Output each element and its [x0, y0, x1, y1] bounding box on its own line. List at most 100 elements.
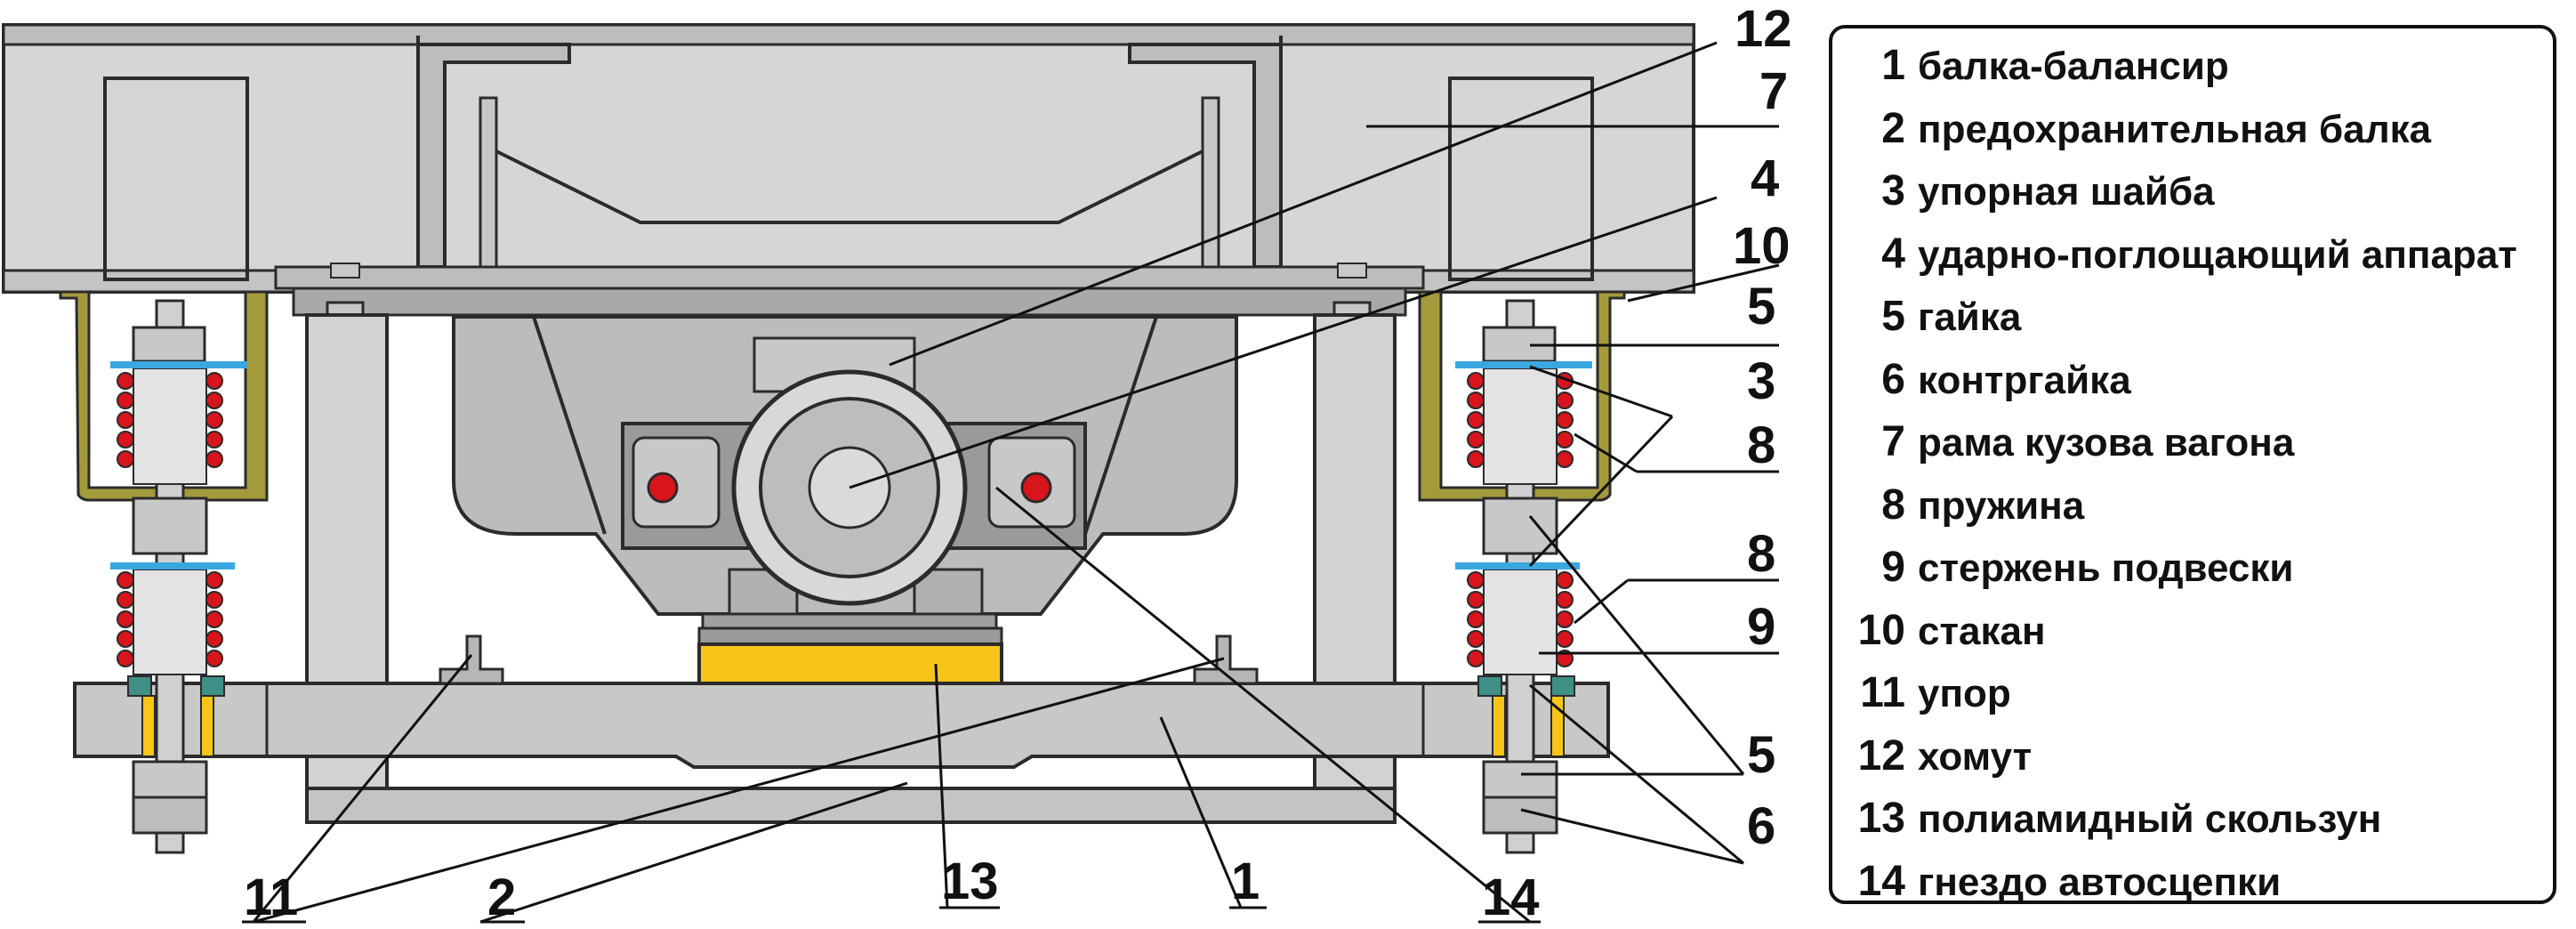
- spring-coil: [117, 450, 134, 468]
- callout-1: 1: [1231, 852, 1260, 910]
- legend-item: 12 хомут: [1832, 731, 2553, 795]
- legend-item-number: 7: [1881, 418, 1905, 465]
- spring-coil: [1467, 392, 1485, 409]
- legend-item-label: балка-балансир: [1918, 44, 2229, 88]
- spring-coil: [1467, 630, 1485, 648]
- legend-item-label: гнездо автосцепки: [1918, 860, 2282, 904]
- spring-coil: [205, 630, 223, 648]
- spring-coil: [205, 372, 223, 390]
- legend-item-label: упорная шайба: [1918, 170, 2215, 214]
- spring-coil: [205, 591, 223, 609]
- spring-coil: [1556, 450, 1574, 468]
- spring-coil: [1467, 610, 1485, 628]
- legend-item-number: 8: [1881, 481, 1905, 529]
- legend-item: 9 стержень подвески: [1832, 543, 2553, 606]
- spring-coil: [1556, 411, 1574, 429]
- legend-item: 13 полиамидный скользун: [1832, 794, 2553, 857]
- legend-item: 2 предохранительная балка: [1832, 104, 2553, 167]
- legend-item-label: хомут: [1918, 734, 2033, 779]
- legend-item: 11 упор: [1832, 668, 2553, 731]
- callout-labels: 12 7 4 10 5 3 8 8 9 5 6 11 2 13 1 14: [244, 0, 1792, 926]
- leader-lines: [252, 41, 1780, 924]
- callout-3: 3: [1747, 352, 1775, 410]
- suspension-drawing: 12 7 4 10 5 3 8 8 9 5 6 11 2 13 1 14: [2, 0, 1792, 926]
- legend-item-number: 10: [1857, 606, 1905, 654]
- callout-4: 4: [1751, 149, 1779, 207]
- legend-item-number: 6: [1881, 355, 1905, 403]
- left-suspension: [59, 290, 269, 854]
- spring-coil: [1556, 392, 1574, 409]
- legend-item: 8 пружина: [1832, 481, 2553, 544]
- legend-item-label: предохранительная балка: [1918, 107, 2432, 151]
- beam-stops: [439, 634, 1259, 685]
- right-suspension: [1418, 290, 1626, 854]
- spring-coil: [205, 411, 223, 429]
- spring-coil: [1467, 431, 1485, 448]
- spring-coil: [1556, 571, 1574, 589]
- legend-item-label: гайка: [1918, 295, 2022, 339]
- equalizer-beam: [73, 682, 1610, 769]
- spring-coil: [117, 571, 134, 589]
- spring-coil: [205, 571, 223, 589]
- spring-coil: [117, 411, 134, 429]
- legend-item: 10 стакан: [1832, 606, 2553, 669]
- callout-9: 9: [1747, 598, 1775, 656]
- spring-coil: [205, 650, 223, 667]
- callout-2: 2: [487, 868, 516, 926]
- car-body-frame: [2, 23, 1695, 336]
- legend-item-number: 14: [1857, 857, 1905, 905]
- spring-coil: [117, 610, 134, 628]
- legend-item-number: 3: [1881, 167, 1905, 214]
- legend-item-number: 9: [1881, 544, 1905, 591]
- legend-item-number: 4: [1881, 230, 1905, 278]
- legend-item-label: контргайка: [1918, 358, 2131, 402]
- callout-6: 6: [1747, 797, 1775, 855]
- callout-8-top: 8: [1747, 416, 1775, 474]
- legend-item: 1 балка-балансир: [1832, 41, 2553, 104]
- spring-coil: [1467, 650, 1485, 667]
- legend-item-label: полиамидный скользун: [1918, 797, 2382, 841]
- legend-item-label: стакан: [1918, 609, 2046, 653]
- spring-coil: [1556, 431, 1574, 448]
- spring-coil: [1467, 372, 1485, 390]
- spring-coil: [1556, 610, 1574, 628]
- spring-coil: [117, 392, 134, 409]
- legend-item: 5 гайка: [1832, 292, 2553, 355]
- callout-underlines: [242, 906, 1541, 924]
- spring-coil: [1467, 450, 1485, 468]
- legend-item-number: 5: [1881, 293, 1905, 340]
- callout-8-bottom: 8: [1747, 525, 1775, 583]
- callout-5-top: 5: [1747, 278, 1775, 335]
- spring-coil: [205, 610, 223, 628]
- legend-box: 1 балка-балансир 2 предохранительная балка 3…: [1829, 25, 2556, 905]
- callout-14: 14: [1482, 868, 1540, 926]
- legend-item-number: 13: [1857, 795, 1905, 842]
- callout-7: 7: [1759, 62, 1788, 120]
- callout-12: 12: [1735, 0, 1792, 58]
- legend-item-number: 11: [1860, 669, 1905, 716]
- legend-item-number: 12: [1857, 731, 1905, 780]
- legend-item-number: 1: [1881, 42, 1905, 89]
- callout-11: 11: [244, 868, 298, 926]
- legend-item-label: упор: [1918, 672, 2011, 715]
- spring-coil: [1556, 630, 1574, 648]
- callout-13: 13: [941, 852, 999, 910]
- spring-coil: [1467, 411, 1485, 429]
- spring-coil: [117, 431, 134, 448]
- spring-coil: [1556, 591, 1574, 609]
- spring-coil: [117, 591, 134, 609]
- legend-item-label: ударно-поглощающий аппарат: [1918, 232, 2517, 277]
- spring-coil: [205, 431, 223, 448]
- spring-coil: [205, 450, 223, 468]
- spring-coil: [117, 372, 134, 390]
- legend-item-label: стержень подвески: [1918, 546, 2294, 590]
- spring-coil: [117, 630, 134, 648]
- spring-coil: [1467, 571, 1485, 589]
- spring-coil: [1467, 591, 1485, 609]
- legend-item-number: 2: [1881, 104, 1905, 152]
- spring-coils: [117, 372, 1574, 667]
- legend-item: 4 ударно-поглощающий аппарат: [1832, 230, 2553, 293]
- legend-item: 14 гнездо автосцепки: [1832, 857, 2553, 920]
- legend-item-label: пружина: [1918, 483, 2085, 528]
